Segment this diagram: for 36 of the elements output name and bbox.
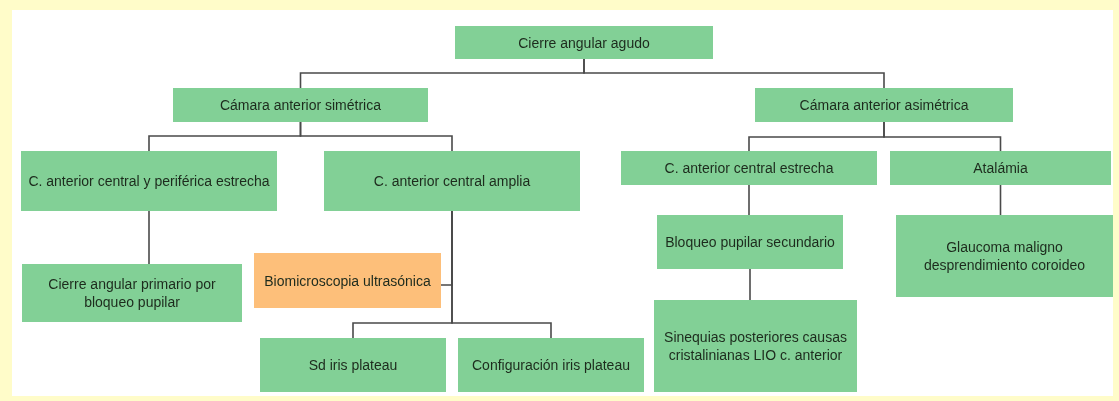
- node-label: Cierre angular agudo: [518, 33, 650, 52]
- node-label: Glaucoma maligno desprendimiento coroideo: [922, 238, 1087, 274]
- node-label: C. anterior central y periférica estrecha: [28, 172, 270, 190]
- connector-line: [999, 184, 1002, 216]
- process-box: [173, 88, 428, 122]
- process-box: [260, 338, 446, 392]
- process-box: [455, 26, 713, 59]
- process-box: [21, 151, 277, 211]
- connector-line: [299, 121, 453, 152]
- process-box: [755, 88, 1013, 122]
- process-box: [890, 151, 1111, 185]
- node-label: Biomicroscopia ultrasónica: [264, 271, 431, 290]
- node-label: C. anterior central amplia: [373, 172, 531, 190]
- node-label: Configuración iris plateau: [472, 356, 630, 374]
- node-label: C. anterior central estrecha: [664, 159, 834, 177]
- process-box: [458, 338, 644, 392]
- connector-line: [748, 184, 750, 216]
- process-box: [621, 151, 877, 185]
- process-box: [324, 151, 580, 211]
- highlight-box: [254, 253, 441, 308]
- node-label: Cámara anterior asimétrica: [799, 96, 969, 114]
- connector-line: [749, 268, 751, 301]
- node-label: Sinequias posteriores causas cristalinianas LIO c. anterior: [663, 328, 848, 364]
- node-label: Bloqueo pupilar secundario: [665, 233, 835, 251]
- process-box: [896, 215, 1113, 297]
- process-box: [22, 264, 242, 322]
- connector-line: [583, 58, 885, 89]
- connector-line: [148, 210, 150, 265]
- process-box: [654, 300, 857, 392]
- connector-line: [451, 210, 552, 339]
- node-label: Cámara anterior simétrica: [219, 96, 382, 114]
- node-label: Sd iris plateau: [308, 356, 398, 374]
- node-label: Cierre angular primario por bloqueo pupilar: [47, 275, 217, 311]
- process-box: [657, 215, 843, 269]
- node-label: Atalámia: [973, 159, 1028, 177]
- connector-line: [883, 121, 1002, 152]
